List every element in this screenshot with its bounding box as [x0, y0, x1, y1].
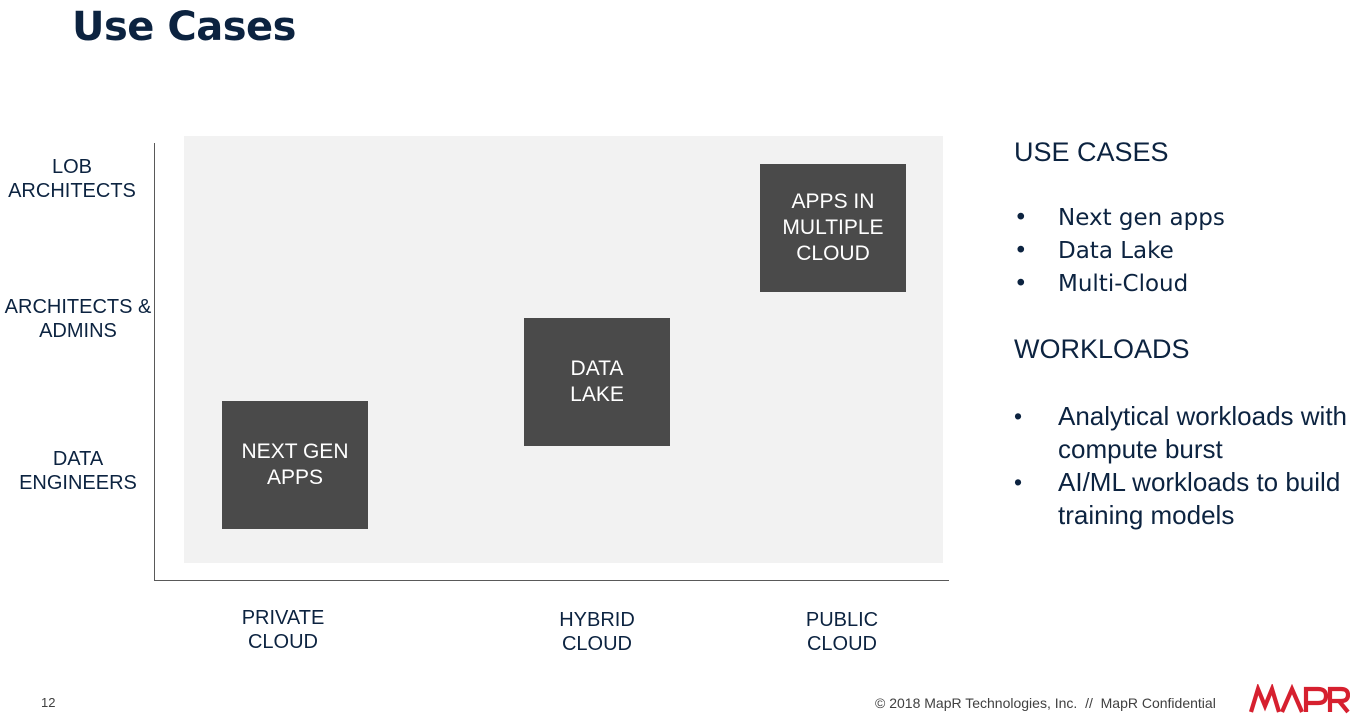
box-next-gen-apps: NEXT GEN APPS: [222, 401, 368, 529]
y-label-lob-architects: LOB ARCHITECTS: [8, 156, 136, 202]
bullet-icon: •: [1014, 238, 1028, 264]
list-item: •Next gen apps: [1014, 202, 1225, 235]
list-item: •AI/ML workloads to build training model…: [1014, 467, 1341, 530]
y-axis-line: [154, 143, 155, 581]
bullet-icon: •: [1014, 403, 1023, 429]
bullet-icon: •: [1014, 469, 1023, 495]
list-item: •Data Lake: [1014, 235, 1225, 268]
workloads-heading: WORKLOADS: [1014, 334, 1190, 364]
box-apps-multiple-cloud: APPS IN MULTIPLE CLOUD: [760, 164, 906, 292]
workloads-list: •Analytical workloads with compute burst…: [1014, 400, 1367, 532]
y-label-architects-admins: ARCHITECTS & ADMINS: [4, 296, 152, 342]
copyright-text: © 2018 MapR Technologies, Inc. // MapR C…: [875, 695, 1216, 711]
x-axis-line: [154, 580, 949, 581]
box-data-lake: DATA LAKE: [524, 318, 670, 446]
page-title: Use Cases: [72, 4, 296, 50]
bullet-icon: •: [1014, 271, 1028, 297]
mapr-logo: [1248, 684, 1350, 714]
bullet-icon: •: [1014, 205, 1028, 231]
use-cases-heading: USE CASES: [1014, 137, 1169, 167]
slide-number: 12: [41, 695, 56, 710]
use-cases-list: •Next gen apps •Data Lake •Multi-Cloud: [1014, 202, 1225, 301]
x-label-hybrid-cloud: HYBRID CLOUD: [559, 609, 635, 655]
y-label-data-engineers: DATA ENGINEERS: [19, 448, 137, 494]
x-label-private-cloud: PRIVATE CLOUD: [241, 607, 325, 653]
list-item: •Multi-Cloud: [1014, 268, 1225, 301]
list-item: •Analytical workloads with compute burst: [1014, 401, 1348, 464]
x-label-public-cloud: PUBLIC CLOUD: [805, 609, 879, 655]
